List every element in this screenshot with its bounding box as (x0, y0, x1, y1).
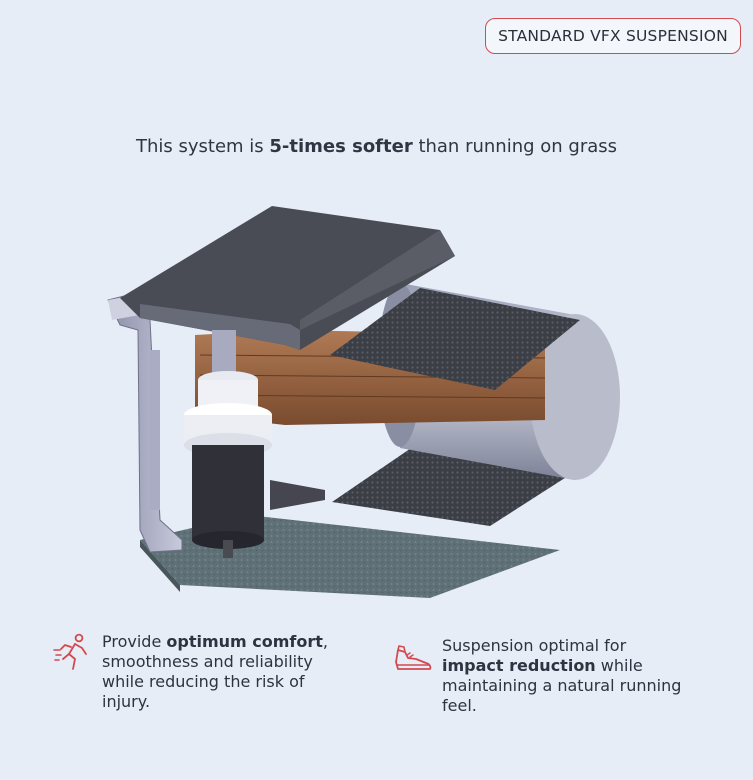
shock-absorber (184, 330, 272, 558)
headline-emphasis: 5-times softer (269, 136, 413, 157)
feature-comfort-text: Provide optimum comfort, smoothness and … (102, 632, 329, 711)
badge-label: STANDARD VFX SUSPENSION (498, 27, 728, 45)
running-person-icon (53, 633, 87, 670)
suspension-cross-section-illustration (107, 206, 620, 598)
feature-comfort: Provide optimum comfort, smoothness and … (52, 632, 352, 712)
lower-bracket (270, 480, 325, 510)
running-shoe-icon (395, 645, 432, 670)
aluminium-frame-profile (107, 291, 190, 553)
running-belt (330, 288, 580, 390)
headline: This system is 5-times softer than runni… (135, 136, 618, 157)
suspension-type-badge: STANDARD VFX SUSPENSION (485, 18, 741, 54)
feature-impact-text: Suspension optimal for impact reduction … (442, 636, 682, 715)
feature-impact: Suspension optimal for impact reduction … (392, 636, 682, 716)
top-deck-slat (120, 206, 455, 350)
